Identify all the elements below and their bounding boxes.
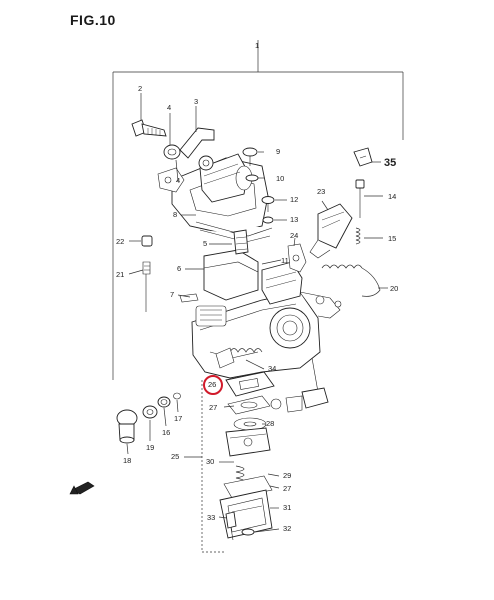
banjo-bolt [131,119,167,137]
screw-12 [261,196,275,212]
washer-10 [245,174,259,182]
spring-15 [355,227,361,245]
screw-9 [242,147,258,166]
throttle-sensor [309,203,353,259]
callout-7: 7 [170,290,174,299]
return-spring [321,264,381,297]
callout-23: 23 [317,187,325,196]
screw-33 [225,511,237,541]
callout-9: 9 [276,147,280,156]
pilot-screw-7 [179,293,199,303]
callout-30: 30 [206,457,214,466]
callout-4a: 4 [167,103,171,112]
gasket-27-upper [227,395,271,415]
callout-1: 1 [255,41,259,50]
callout-21: 21 [116,270,124,279]
callout-16: 16 [162,428,170,437]
callout-5: 5 [203,239,207,248]
drain-plug [116,409,138,444]
pump-cover-26 [225,371,275,397]
callout-31: 31 [283,503,291,512]
callout-18: 18 [123,456,131,465]
callout-27b: 27 [283,484,291,493]
washer-19 [142,405,158,419]
callout-27a: 27 [209,403,217,412]
adjust-screw [355,179,365,218]
callout-25: 25 [171,452,179,461]
callout-labels: 1 2 3 4 4 5 6 7 8 9 10 11 12 13 14 15 16… [116,41,398,533]
pump-spring-34 [215,347,263,369]
callout-29: 29 [283,471,291,480]
callout-8: 8 [173,210,177,219]
callout-17: 17 [174,414,182,423]
diaphragm-28 [233,417,267,431]
o-ring-16 [157,396,171,408]
leader-lines [126,93,388,533]
callout-33: 33 [207,513,215,522]
callout-26: 26 [208,380,216,389]
callout-14: 14 [388,192,396,201]
needle-jet [233,229,249,255]
pump-body-30 [225,427,271,457]
callout-34: 34 [268,364,276,373]
callout-15: 15 [388,234,396,243]
linkage-arm [287,243,307,273]
callout-4b: 4 [176,176,180,185]
idle-screw [141,235,153,312]
callout-20: 20 [390,284,398,293]
callout-28: 28 [266,419,274,428]
callout-3: 3 [194,97,198,106]
accelerator-rod [270,357,329,413]
top-cover [171,153,273,243]
figure-title: FIG.10 [70,12,116,28]
callout-12: 12 [290,195,298,204]
callout-19: 19 [146,443,154,452]
assembly-bracket [112,40,404,380]
callout-11: 11 [281,256,289,265]
callout-35: 35 [384,157,396,169]
o-ring-17 [173,392,181,400]
callout-32: 32 [283,524,291,533]
screw-32 [241,528,255,536]
carburetor-body [191,249,342,379]
clip-35 [353,147,373,167]
callout-13: 13 [290,215,298,224]
callout-10: 10 [276,174,284,183]
callout-2: 2 [138,84,142,93]
front-arrow-icon [69,481,95,495]
gasket-27-lower [223,475,273,499]
fuel-inlet-elbow [163,127,215,171]
callout-24: 24 [290,231,298,240]
callout-22: 22 [116,237,124,246]
washer-13 [262,216,274,224]
highlight-circle [203,375,223,395]
callout-6: 6 [177,264,181,273]
